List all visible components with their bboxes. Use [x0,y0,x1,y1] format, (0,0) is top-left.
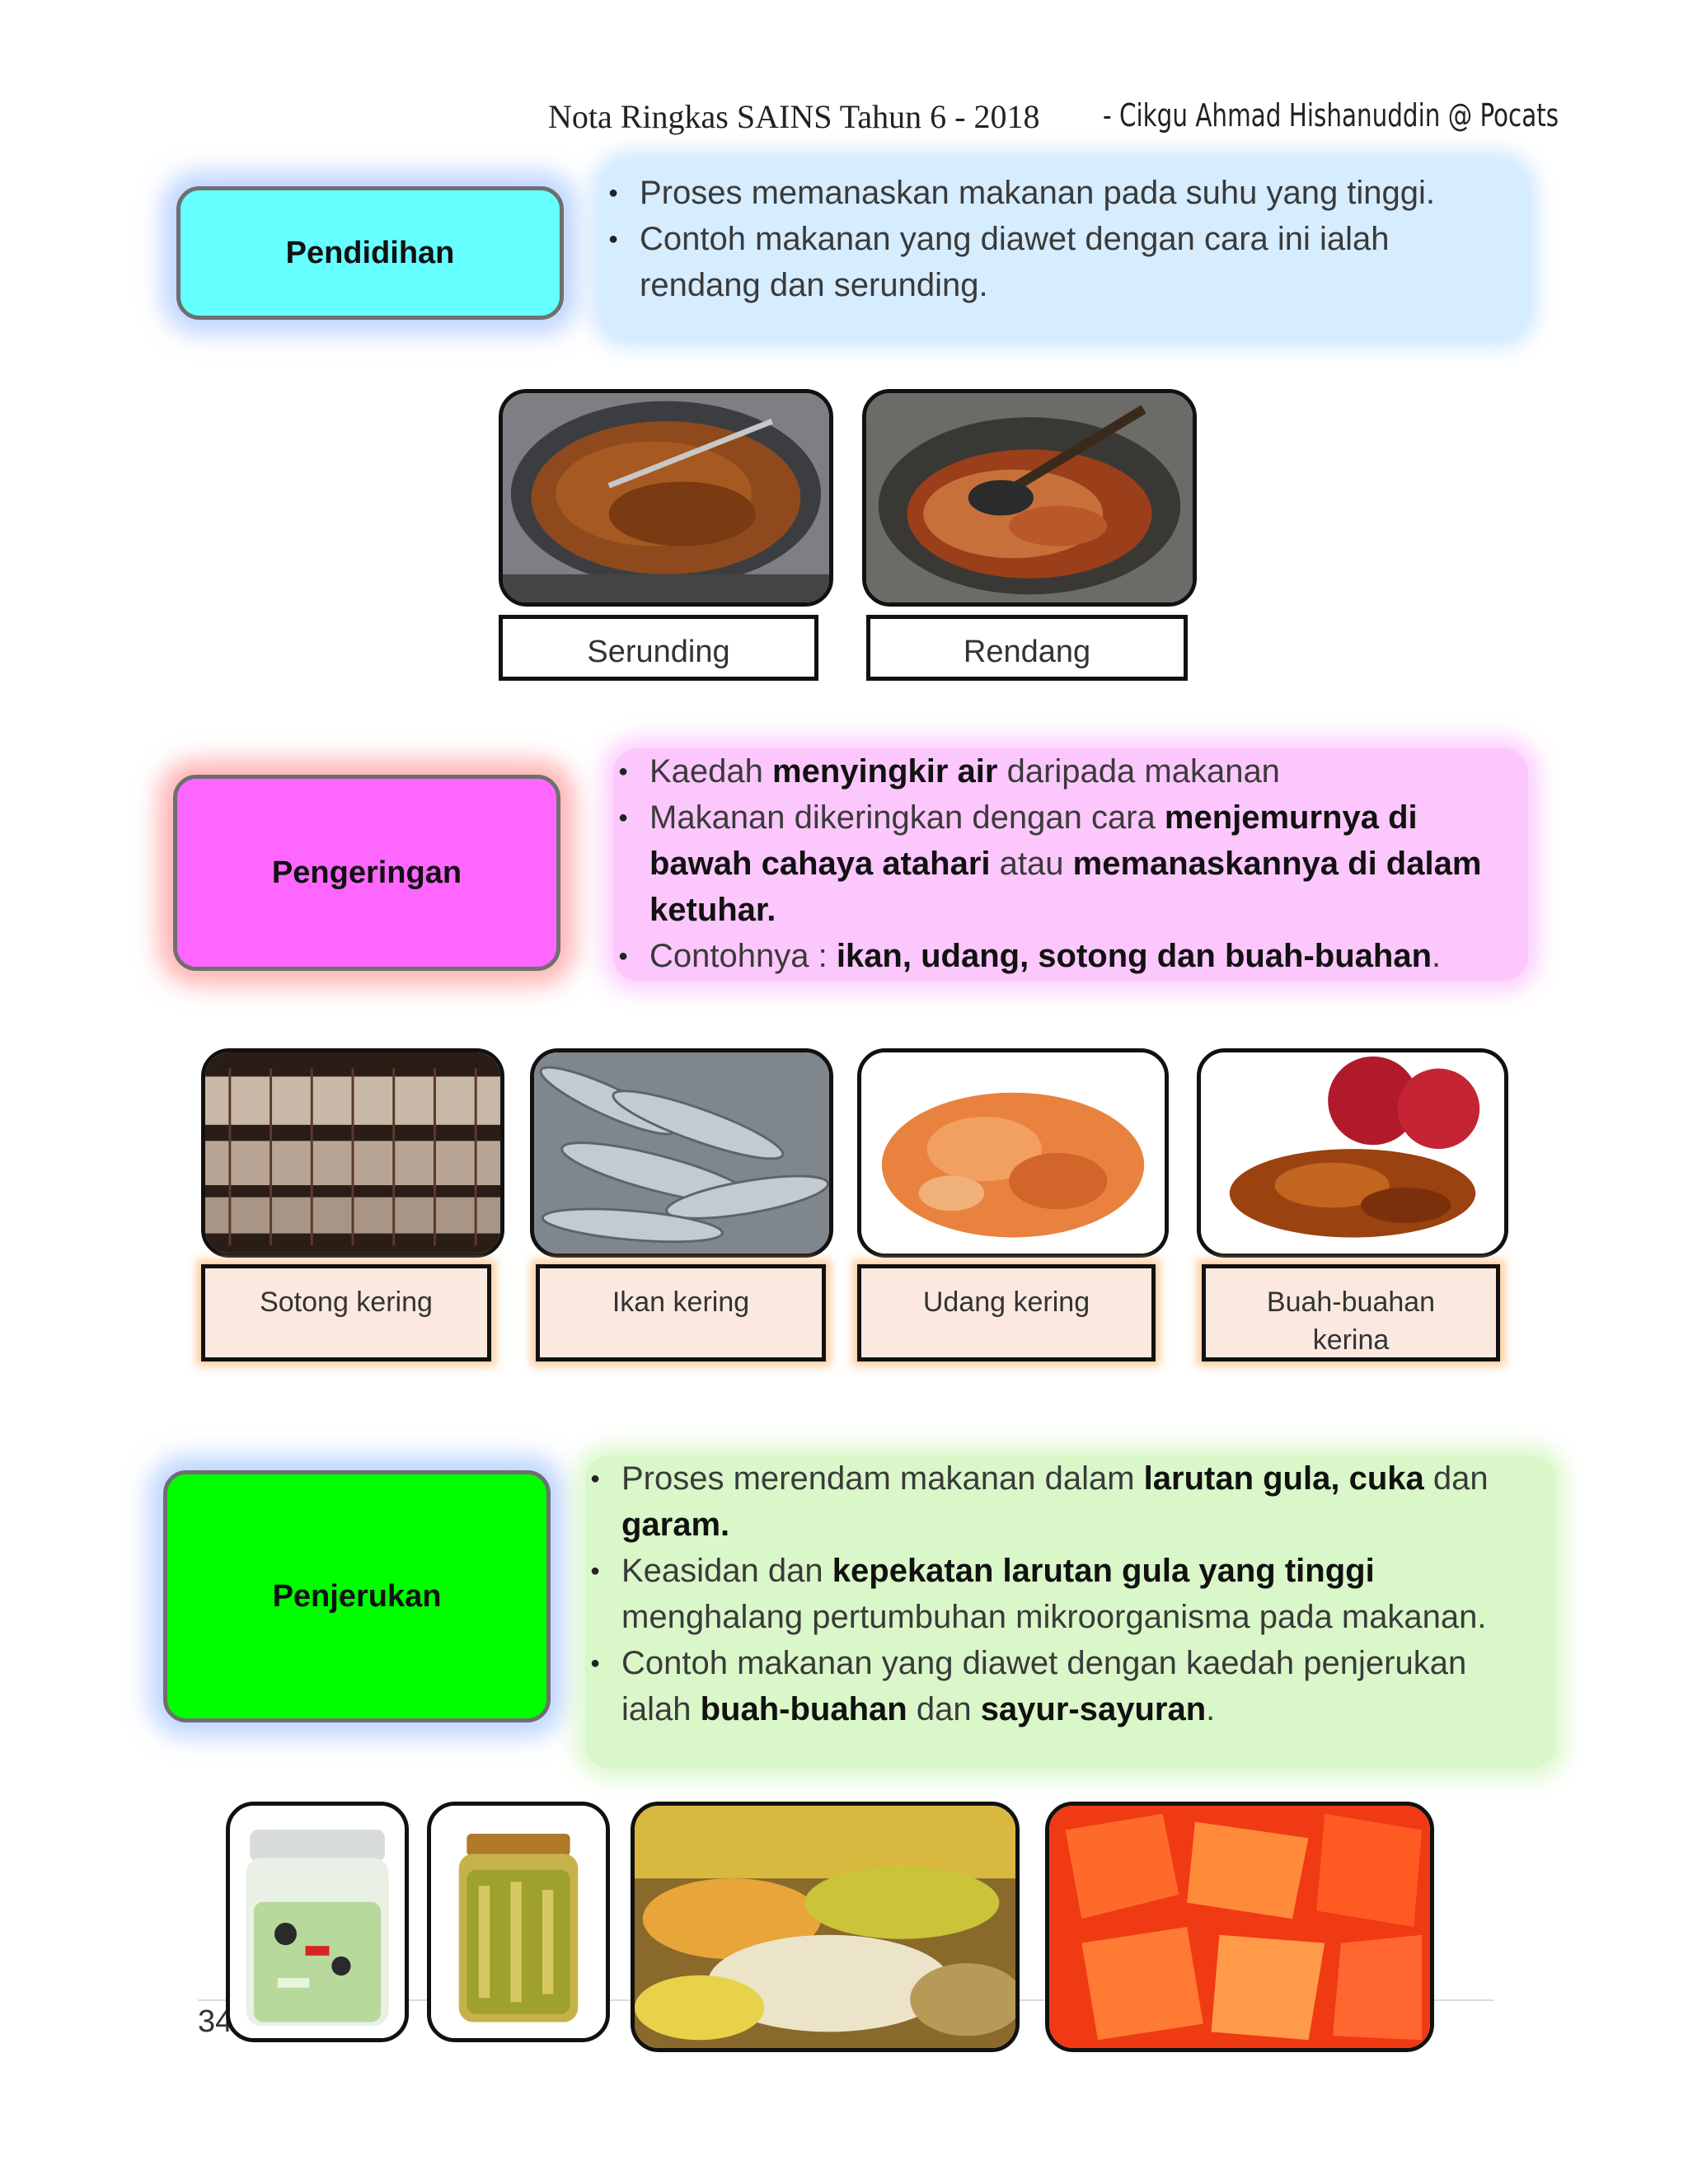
udang-kering-photo [857,1048,1169,1258]
sotong-kering-caption: Sotong kering [201,1264,491,1361]
pendidihan-description: Proses memanaskan makanan pada suhu yang… [603,163,1525,336]
udang-kering-caption: Udang kering [857,1264,1156,1361]
serunding-photo [499,389,833,607]
jeruk-buah-campur-photo [631,1802,1020,2052]
pendidihan-bullet: Contoh makanan yang diawet dengan cara i… [603,216,1505,308]
pengeringan-description: Kaedah menyingkir air daripada makanan M… [613,748,1528,981]
buah-buahan-kering-caption: Buah-buahan kerina [1202,1264,1500,1361]
penjerukan-description: Proses merendam makanan dalam larutan gu… [585,1455,1556,1769]
penjerukan-bullet: Contoh makanan yang diawet dengan kaedah… [585,1640,1531,1732]
pengeringan-bullet: Contohnya : ikan, udang, sotong dan buah… [613,933,1512,979]
penjerukan-label: Penjerukan [163,1470,551,1722]
pengeringan-bullet: Kaedah menyingkir air daripada makanan [613,748,1512,794]
rendang-photo [862,389,1197,607]
rendang-caption: Rendang [866,615,1188,681]
pengeringan-bullet: Makanan dikeringkan dengan cara menjemur… [613,794,1512,933]
jeruk-botol-photo [427,1802,610,2042]
pendidihan-label: Pendidihan [176,186,564,320]
jeruk-jar-photo [226,1802,409,2042]
page-header-author: - Cikgu Ahmad Hishanuddin @ Pocats [1103,97,1559,134]
penjerukan-bullet: Keasidan dan kepekatan larutan gula yang… [585,1548,1531,1640]
ikan-kering-caption: Ikan kering [536,1264,826,1361]
buah-buahan-kering-photo [1197,1048,1508,1258]
page-header-title: Nota Ringkas SAINS Tahun 6 - 2018 [548,98,1040,135]
pendidihan-bullet: Proses memanaskan makanan pada suhu yang… [603,170,1505,216]
ikan-kering-photo [530,1048,833,1258]
serunding-caption: Serunding [499,615,818,681]
pengeringan-label: Pengeringan [173,775,560,971]
jeruk-betik-photo [1045,1802,1434,2052]
sotong-kering-photo [201,1048,504,1258]
penjerukan-bullet: Proses merendam makanan dalam larutan gu… [585,1455,1531,1548]
